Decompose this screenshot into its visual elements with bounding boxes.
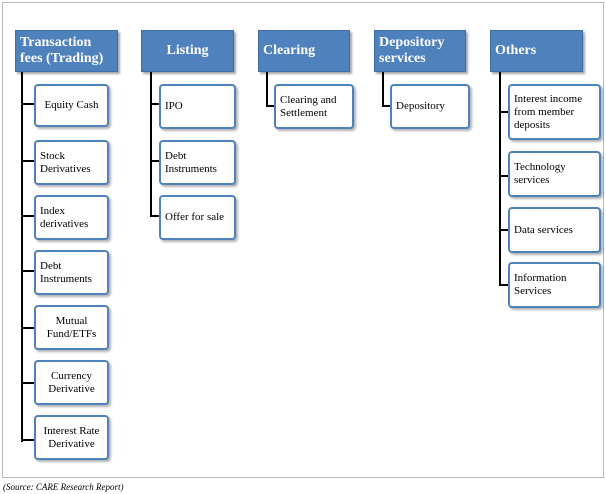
connector-trunk-transaction-fees <box>21 72 23 442</box>
header-transaction-fees: Transaction fees (Trading) <box>15 30 118 72</box>
box-label: Data services <box>514 223 573 236</box>
box-debt-instruments-trading: Debt Instruments <box>34 250 109 295</box>
connector-data-services <box>499 229 511 231</box>
box-label: Debt Instruments <box>40 259 92 285</box>
connector-trunk-depository <box>382 72 384 107</box>
header-listing: Listing <box>141 30 234 72</box>
connector-interest-income <box>499 111 511 113</box>
connector-interest-rate-derivative <box>21 439 37 441</box>
box-interest-rate-derivative: Interest Rate Derivative <box>34 415 109 460</box>
box-clearing-settlement: Clearing and Settlement <box>274 84 354 129</box>
box-label: Mutual Fund/ETFs <box>46 314 97 340</box>
connector-debt-instruments-trading <box>21 270 37 272</box>
box-label: Offer for sale <box>165 211 225 223</box>
box-label: Information Services <box>514 272 567 297</box>
box-label: Index derivatives <box>40 204 89 230</box>
connector-offer-for-sale <box>150 215 162 217</box>
box-label: Interest income from member deposits <box>514 92 583 131</box>
box-data-services: Data services <box>508 207 601 253</box>
header-others: Others <box>490 30 583 72</box>
connector-trunk-clearing <box>266 72 268 107</box>
box-label: Depository <box>396 100 445 112</box>
connector-mutual-funds <box>21 327 37 329</box>
box-interest-income: Interest income from member deposits <box>508 84 601 140</box>
box-offer-for-sale: Offer for sale <box>159 195 236 240</box>
connector-information-services <box>499 284 511 286</box>
box-mutual-funds: Mutual Fund/ETFs <box>34 305 109 350</box>
box-debt-instruments-listing: Debt Instruments <box>159 140 236 185</box>
box-depository: Depository <box>390 84 470 129</box>
connector-index-derivatives <box>21 215 37 217</box>
diagram-frame: Transaction fees (Trading) Equity Cash S… <box>2 2 604 478</box>
box-index-derivatives: Index derivatives <box>34 195 109 240</box>
box-technology-services: Technology services <box>508 151 601 197</box>
box-label: Technology services <box>514 161 566 186</box>
box-label: Stock Derivatives <box>40 149 91 175</box>
header-clearing: Clearing <box>258 30 350 72</box>
connector-debt-instruments-listing <box>150 160 162 162</box>
connector-clearing-settlement <box>266 105 277 107</box>
connector-currency-derivative <box>21 382 37 384</box>
source-caption: (Source: CARE Research Report) <box>3 482 124 492</box>
box-label: Equity Cash <box>44 99 99 111</box>
box-stock-derivatives: Stock Derivatives <box>34 140 109 185</box>
box-ipo: IPO <box>159 84 236 129</box>
header-depository-services: Depository services <box>374 30 466 72</box>
box-label: Currency Derivative <box>48 369 95 395</box>
connector-depository <box>382 105 393 107</box>
box-currency-derivative: Currency Derivative <box>34 360 109 405</box>
connector-trunk-listing <box>150 72 152 217</box>
connector-technology-services <box>499 175 511 177</box>
box-label: Debt Instruments <box>165 149 217 175</box>
box-information-services: Information Services <box>508 262 601 308</box>
connector-ipo <box>150 103 162 105</box>
box-label: Interest Rate Derivative <box>43 424 100 450</box>
box-equity-cash: Equity Cash <box>34 84 109 127</box>
connector-stock-derivatives <box>21 160 37 162</box>
connector-trunk-others <box>499 72 501 286</box>
connector-equity-cash <box>21 103 37 105</box>
box-label: Clearing and Settlement <box>280 93 337 119</box>
box-label: IPO <box>165 100 183 112</box>
